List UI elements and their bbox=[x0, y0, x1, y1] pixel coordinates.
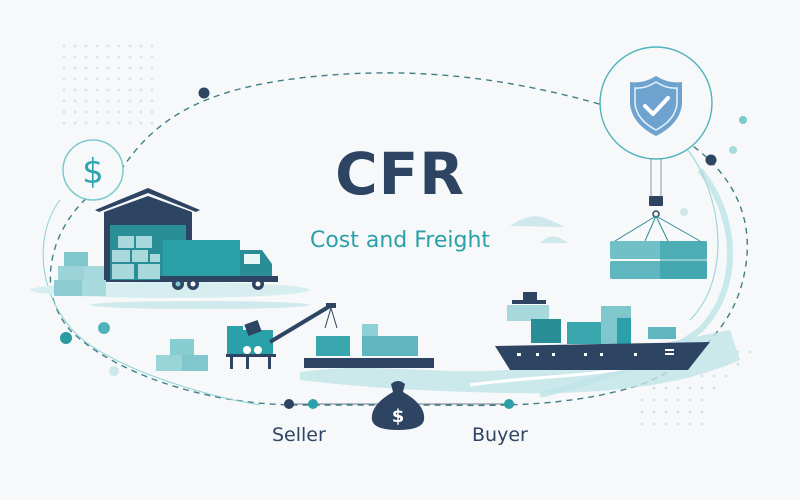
barge-icon bbox=[304, 324, 434, 368]
truck-icon bbox=[160, 240, 278, 290]
cargo-ship-icon bbox=[495, 292, 710, 370]
page-subtitle: Cost and Freight bbox=[309, 228, 491, 253]
route-dot bbox=[198, 87, 210, 99]
seller-label: Seller bbox=[272, 424, 326, 446]
route-dot bbox=[705, 154, 717, 166]
water-waves bbox=[300, 330, 740, 394]
money-bag-icon: $ bbox=[371, 381, 425, 430]
dot-grid-top-left bbox=[62, 44, 154, 125]
svg-text:$: $ bbox=[82, 152, 104, 192]
buyer-dot bbox=[504, 399, 514, 409]
crane-icon bbox=[226, 303, 350, 369]
box-stack-icon bbox=[54, 252, 106, 296]
buyer-label: Buyer bbox=[472, 424, 528, 446]
box-stack-icon bbox=[156, 339, 208, 371]
seller-dot bbox=[284, 399, 294, 409]
dollar-circle-icon: $ bbox=[62, 139, 124, 201]
page-title: CFR bbox=[335, 140, 465, 208]
shield-check-icon bbox=[599, 46, 713, 160]
cloud bbox=[510, 216, 565, 227]
route-dashed-path bbox=[49, 72, 748, 407]
hanging-container-icon bbox=[610, 159, 707, 279]
svg-text:$: $ bbox=[392, 406, 405, 427]
